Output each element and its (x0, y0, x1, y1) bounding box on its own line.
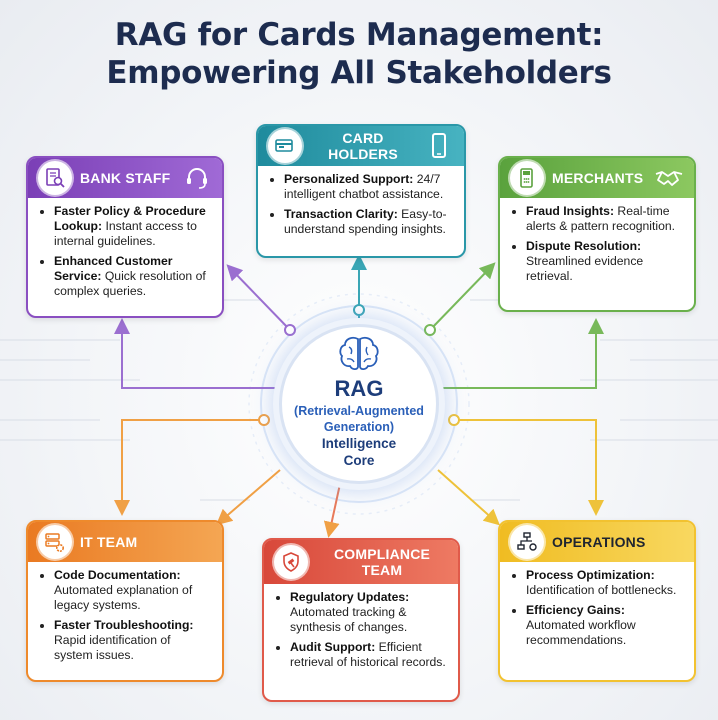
list-item: Efficiency Gains: Automated workflow rec… (526, 603, 684, 648)
card-compliance-team: COMPLIANCE TEAM Regulatory Updates: Auto… (262, 538, 460, 702)
card-bullets: Process Optimization: Identification of … (500, 562, 694, 659)
document-search-icon (38, 161, 72, 195)
list-item: Dispute Resolution: Streamlined evidence… (526, 239, 684, 284)
card-header: MERCHANTS (500, 158, 694, 198)
card-bullets: Regulatory Updates: Automated tracking &… (264, 584, 458, 681)
card-operations: OPERATIONS Process Optimization: Identif… (498, 520, 696, 682)
card-title: COMPLIANCE TEAM (316, 546, 448, 578)
list-item: Faster Troubleshooting: Rapid identifica… (54, 618, 212, 663)
card-title: OPERATIONS (552, 534, 646, 550)
shield-gavel-icon (274, 545, 308, 579)
title-line-2: Empowering All Stakeholders (106, 55, 612, 91)
card-merchants: MERCHANTS Fraud Insights: Real-time aler… (498, 156, 696, 312)
card-card-holders: CARD HOLDERS Personalized Support: 24/7 … (256, 124, 466, 258)
pos-terminal-icon (510, 161, 544, 195)
brain-icon (282, 335, 436, 378)
list-item: Transaction Clarity: Easy-to-understand … (284, 207, 454, 237)
smartphone-icon (424, 131, 454, 161)
card-header: BANK STAFF (28, 158, 222, 198)
rag-core: RAG (Retrieval-Augmented Generation) Int… (279, 324, 439, 484)
core-title: RAG (334, 376, 384, 401)
title-line-1: RAG for Cards Management: (114, 17, 604, 53)
card-header: CARD HOLDERS (258, 126, 464, 166)
card-bullets: Faster Policy & Procedure Lookup: Instan… (28, 198, 222, 310)
list-item: Audit Support: Efficient retrieval of hi… (290, 640, 448, 670)
list-item: Personalized Support: 24/7 intelligent c… (284, 172, 454, 202)
headset-icon (182, 163, 212, 193)
handshake-icon (654, 163, 684, 193)
page-title: RAG for Cards Management: Empowering All… (0, 16, 718, 92)
list-item: Regulatory Updates: Automated tracking &… (290, 590, 448, 635)
card-title-line-2: TEAM (361, 562, 403, 578)
card-bullets: Code Documentation: Automated explanatio… (28, 562, 222, 674)
card-title-line-1: COMPLIANCE (333, 546, 431, 562)
card-title: CARD HOLDERS (328, 130, 398, 162)
card-it-team: IT TEAM Code Documentation: Automated ex… (26, 520, 224, 682)
card-bank-staff: BANK STAFF Faster Policy & Procedure Loo… (26, 156, 224, 318)
list-item: Enhanced Customer Service: Quick resolut… (54, 254, 212, 299)
card-header: OPERATIONS (500, 522, 694, 562)
workflow-icon (510, 525, 544, 559)
core-subtitle-1: (Retrieval-Augmented (294, 404, 424, 418)
card-header: COMPLIANCE TEAM (264, 540, 458, 584)
card-bullets: Fraud Insights: Real-time alerts & patte… (500, 198, 694, 295)
card-bullets: Personalized Support: 24/7 intelligent c… (258, 166, 464, 248)
list-item: Fraud Insights: Real-time alerts & patte… (526, 204, 684, 234)
card-header: IT TEAM (28, 522, 222, 562)
card-title: BANK STAFF (80, 170, 171, 186)
card-title: MERCHANTS (552, 170, 644, 186)
core-subtitle-4: Core (343, 453, 375, 468)
list-item: Process Optimization: Identification of … (526, 568, 684, 598)
list-item: Faster Policy & Procedure Lookup: Instan… (54, 204, 212, 249)
credit-card-icon (268, 129, 302, 163)
card-title: IT TEAM (80, 534, 138, 550)
core-subtitle-2: Generation) (323, 420, 395, 434)
list-item: Code Documentation: Automated explanatio… (54, 568, 212, 613)
core-subtitle-3: Intelligence (321, 436, 397, 451)
server-gear-icon (38, 525, 72, 559)
